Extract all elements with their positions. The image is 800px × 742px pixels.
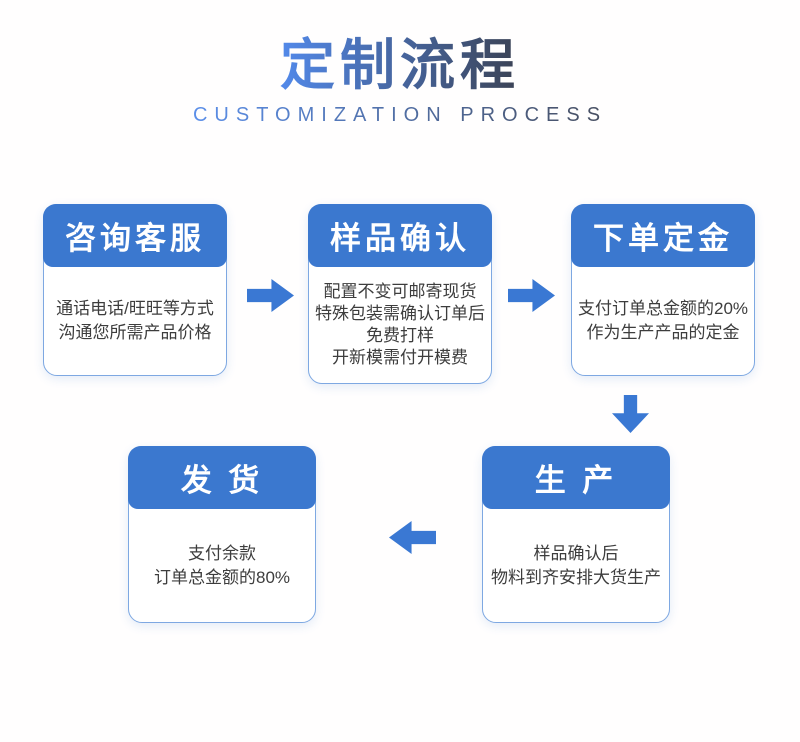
desc-line: 作为生产产品的定金 [586, 323, 740, 342]
desc-line: 配置不变可邮寄现货 [323, 282, 477, 301]
arrow-left-icon [389, 521, 436, 554]
arrow-down-icon [612, 395, 649, 433]
desc-line: 特殊包装需确认订单后 [315, 304, 485, 323]
step-desc-consult-service: 通话电话/旺旺等方式 沟通您所需产品价格 [44, 267, 226, 375]
step-title-consult-service: 咨询客服 [43, 204, 227, 267]
step-box-consult-service: 咨询客服 通话电话/旺旺等方式 沟通您所需产品价格 [43, 204, 227, 376]
step-box-order-deposit: 下单定金 支付订单总金额的20% 作为生产产品的定金 [571, 204, 755, 376]
step-title-production: 生 产 [482, 446, 670, 509]
page-subtitle: CUSTOMIZATION PROCESS [192, 104, 608, 126]
step-desc-sample-confirm: 配置不变可邮寄现货 特殊包装需确认订单后 免费打样 开新模需付开模费 [309, 267, 491, 383]
subheading-block: CUSTOMIZATION PROCESS [0, 104, 800, 127]
step-title-shipping: 发 货 [128, 446, 316, 509]
heading-block: 定制流程 [0, 34, 800, 97]
desc-line: 支付余款 [188, 543, 256, 563]
desc-line: 样品确认后 [533, 543, 619, 563]
arrow-right-icon [247, 279, 294, 312]
desc-line: 沟通您所需产品价格 [58, 323, 212, 342]
step-title-order-deposit: 下单定金 [571, 204, 755, 267]
desc-line: 订单总金额的80% [153, 567, 291, 587]
arrow-right-icon [508, 279, 555, 312]
desc-line: 支付订单总金额的20% [577, 299, 749, 318]
desc-line: 开新模需付开模费 [332, 348, 468, 367]
step-box-sample-confirm: 样品确认 配置不变可邮寄现货 特殊包装需确认订单后 免费打样 开新模需付开模费 [308, 204, 492, 384]
step-box-shipping: 发 货 支付余款 订单总金额的80% [128, 446, 316, 623]
desc-line: 物料到齐安排大货生产 [491, 567, 661, 587]
page-title: 定制流程 [279, 34, 520, 96]
step-desc-production: 样品确认后 物料到齐安排大货生产 [483, 509, 669, 622]
step-desc-shipping: 支付余款 订单总金额的80% [129, 509, 315, 622]
desc-line: 通话电话/旺旺等方式 [56, 299, 214, 318]
step-desc-order-deposit: 支付订单总金额的20% 作为生产产品的定金 [572, 267, 754, 375]
step-title-sample-confirm: 样品确认 [308, 204, 492, 267]
desc-line: 免费打样 [366, 326, 434, 345]
step-box-production: 生 产 样品确认后 物料到齐安排大货生产 [482, 446, 670, 623]
